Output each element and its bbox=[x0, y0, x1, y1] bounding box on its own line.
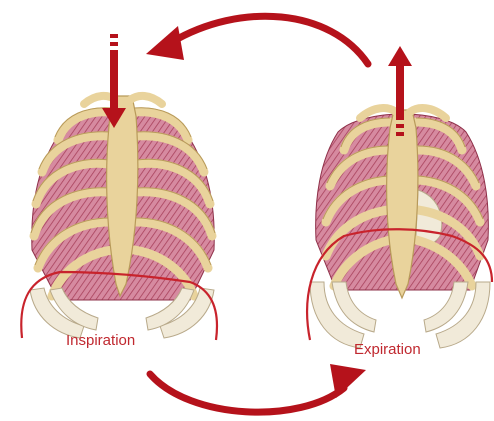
arrow-down-icon bbox=[102, 34, 126, 128]
rib-cage-inspiration bbox=[21, 34, 217, 340]
curved-arrow-left-icon bbox=[146, 16, 368, 64]
inspiration-label: Inspiration bbox=[66, 332, 135, 349]
curved-arrow-right-icon bbox=[150, 364, 366, 412]
expiration-label: Expiration bbox=[354, 341, 421, 358]
rib-cage-expiration bbox=[307, 46, 492, 348]
